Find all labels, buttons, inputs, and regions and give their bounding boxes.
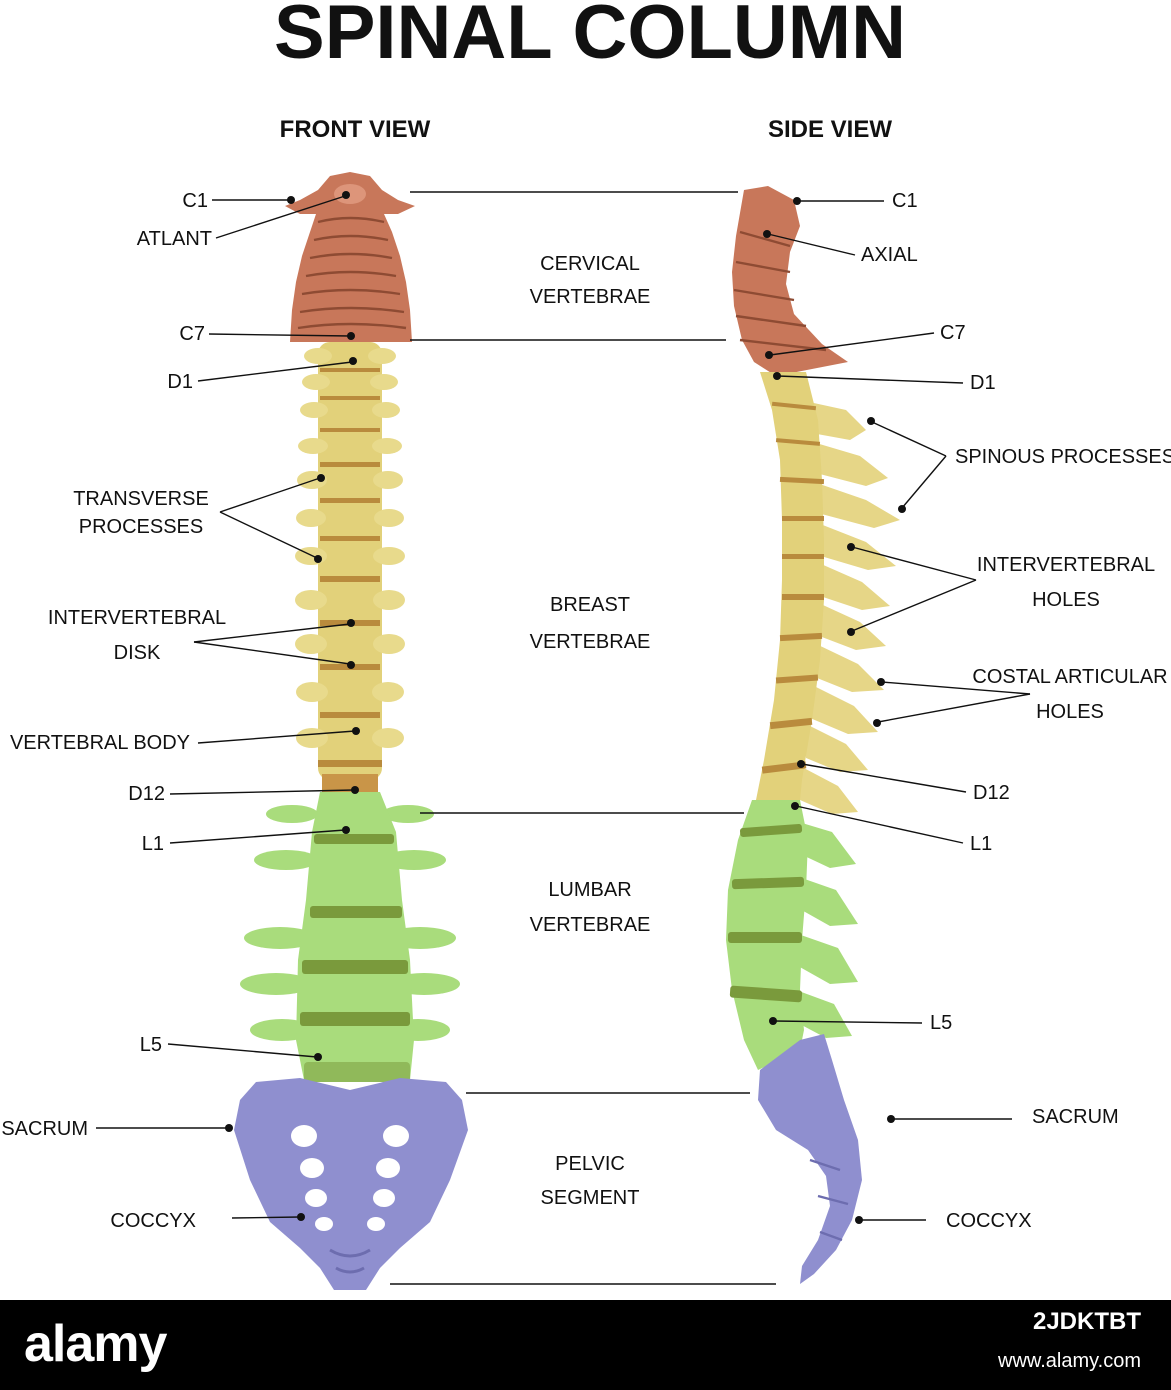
front-l1-label: L1: [142, 833, 164, 855]
side-intervertebral-holes-label-line1: INTERVERTEBRAL: [977, 554, 1155, 576]
front-disk-label-line1: INTERVERTEBRAL: [48, 607, 226, 629]
lumbar-label-line1: LUMBAR: [548, 879, 631, 901]
side-cervical-vertebrae: [732, 186, 848, 376]
side-costal-articular-holes-label-line1: COSTAL ARTICULAR: [972, 666, 1167, 688]
side-spinous-processes-label: SPINOUS PROCESSES: [955, 446, 1171, 468]
front-sacrum-label: SACRUM: [1, 1118, 88, 1140]
side-view-heading: SIDE VIEW: [768, 116, 892, 143]
front-c7-label: C7: [179, 323, 205, 345]
side-sacrum-label: SACRUM: [1032, 1106, 1119, 1128]
side-d1-label: D1: [970, 372, 996, 394]
front-c1-label: C1: [182, 190, 208, 212]
breast-label-line2: VERTEBRAE: [530, 631, 651, 653]
front-vertebral-body-label: VERTEBRAL BODY: [10, 732, 190, 754]
front-lumbar-vertebrae: [240, 792, 460, 1082]
pelvic-label-line2: SEGMENT: [541, 1187, 640, 1209]
front-spine: [234, 172, 468, 1290]
spinal-column-diagram: SPINAL COLUMN FRONT VIEW SIDE VIEW: [1, 0, 1171, 1290]
front-pelvic-segment: [234, 1078, 468, 1290]
alamy-logo: alamy: [24, 1315, 167, 1373]
breast-label-line1: BREAST: [550, 594, 630, 616]
side-spine: [726, 186, 900, 1284]
side-lumbar-processes: [792, 820, 858, 1038]
side-intervertebral-holes-label-line2: HOLES: [1032, 589, 1100, 611]
side-l5-label: L5: [930, 1012, 952, 1034]
front-coccyx-label: COCCYX: [110, 1210, 196, 1232]
front-disk-label-line2: DISK: [114, 642, 161, 664]
segment-separators: [390, 191, 776, 1285]
side-spinous-processes: [800, 400, 900, 814]
source-url: www.alamy.com: [998, 1350, 1141, 1372]
side-l1-label: L1: [970, 833, 992, 855]
front-labels: C1 ATLANT C7 D1 TRANSVERSE PROCESSES INT…: [1, 190, 360, 1232]
front-breast-vertebrae: [295, 342, 405, 794]
front-l5-label: L5: [140, 1034, 162, 1056]
front-atlant-label: ATLANT: [137, 228, 212, 250]
cervical-label-line2: VERTEBRAE: [530, 286, 651, 308]
side-coccyx-label: COCCYX: [946, 1210, 1032, 1232]
pelvic-label-line1: PELVIC: [555, 1153, 625, 1175]
side-c1-label: C1: [892, 190, 918, 212]
page-title: SPINAL COLUMN: [274, 0, 906, 75]
lumbar-label-line2: VERTEBRAE: [530, 914, 651, 936]
front-d1-label: D1: [167, 371, 193, 393]
front-d12-label: D12: [128, 783, 165, 805]
watermark-banner: alamy 2JDKTBT www.alamy.com: [0, 1300, 1171, 1390]
front-transverse-label-line2: PROCESSES: [79, 516, 203, 538]
front-view-heading: FRONT VIEW: [280, 116, 431, 143]
side-c7-label: C7: [940, 322, 966, 344]
side-costal-articular-holes-label-line2: HOLES: [1036, 701, 1104, 723]
side-pelvic-segment: [758, 1034, 862, 1284]
segment-labels: CERVICAL VERTEBRAE BREAST VERTEBRAE LUMB…: [530, 253, 651, 1209]
front-cervical-vertebrae: [285, 172, 415, 342]
front-transverse-label-line1: TRANSVERSE: [73, 488, 209, 510]
cervical-label-line1: CERVICAL: [540, 253, 640, 275]
side-axial-label: AXIAL: [861, 244, 918, 266]
side-labels: C1 AXIAL C7 D1 SPINOUS PROCESSES INTERVE…: [763, 190, 1171, 1232]
side-d12-label: D12: [973, 782, 1010, 804]
image-id: 2JDKTBT: [1032, 1308, 1141, 1335]
